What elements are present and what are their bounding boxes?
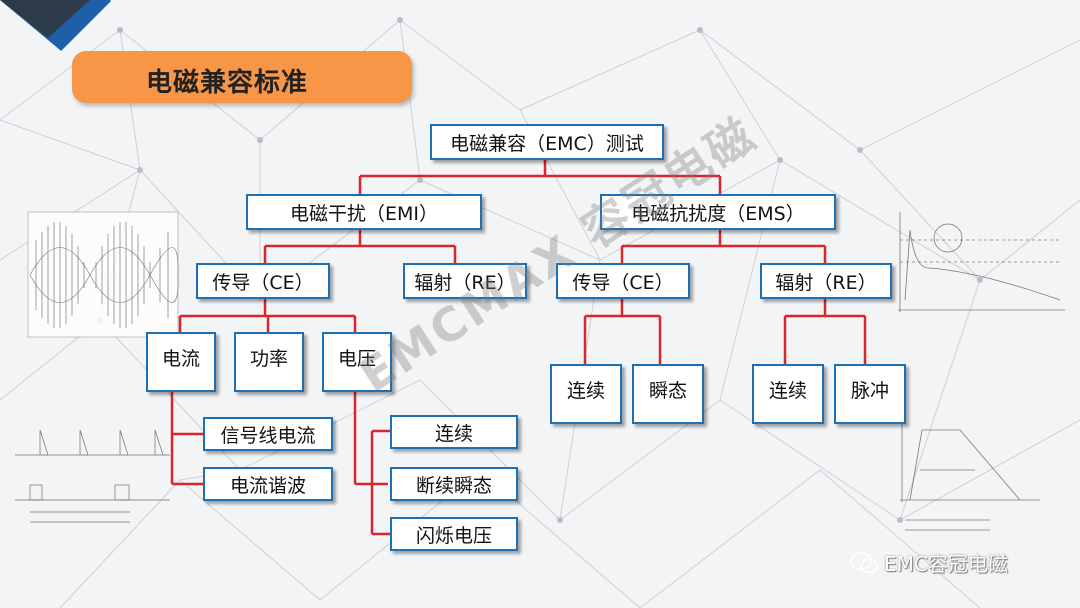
node-current-harmonic: 电流谐波 bbox=[203, 467, 333, 501]
node-ce-continuous: 连续 bbox=[550, 364, 622, 424]
node-intermittent-transient: 断续瞬态 bbox=[390, 467, 518, 501]
brand-text: EMC容冠电磁 bbox=[884, 552, 1008, 576]
node-re-pulse: 脉冲 bbox=[834, 364, 906, 424]
node-power: 功率 bbox=[234, 332, 304, 392]
node-ems: 电磁抗扰度（EMS） bbox=[600, 194, 836, 230]
node-re-continuous: 连续 bbox=[752, 364, 824, 424]
node-emc-test: 电磁兼容（EMC）测试 bbox=[430, 124, 664, 160]
decay-curve-thumbnail bbox=[898, 212, 1065, 312]
node-voltage-continuous: 连续 bbox=[390, 415, 518, 449]
node-ce-transient: 瞬态 bbox=[632, 364, 704, 424]
title-banner bbox=[72, 51, 412, 103]
tree-connectors bbox=[170, 158, 867, 536]
ramp-thumbnail bbox=[900, 420, 1040, 531]
node-current: 电流 bbox=[146, 332, 216, 392]
node-emi: 电磁干扰（EMI） bbox=[246, 194, 482, 230]
node-emi-radiated: 辐射（RE） bbox=[403, 263, 527, 299]
node-ems-conducted: 传导（CE） bbox=[556, 263, 690, 299]
brand-label: EMC容冠电磁 bbox=[850, 548, 1008, 577]
node-signal-line-current: 信号线电流 bbox=[203, 417, 333, 451]
node-flicker-voltage: 闪烁电压 bbox=[390, 517, 518, 551]
pulse-thumbnail bbox=[15, 429, 170, 523]
wechat-icon bbox=[850, 551, 878, 573]
node-emi-conducted: 传导（CE） bbox=[196, 263, 330, 299]
node-voltage: 电压 bbox=[322, 332, 392, 392]
node-ems-radiated: 辐射（RE） bbox=[760, 263, 892, 299]
waveform-thumbnail bbox=[27, 211, 179, 338]
page-title: 电磁兼容标准 bbox=[146, 68, 309, 98]
